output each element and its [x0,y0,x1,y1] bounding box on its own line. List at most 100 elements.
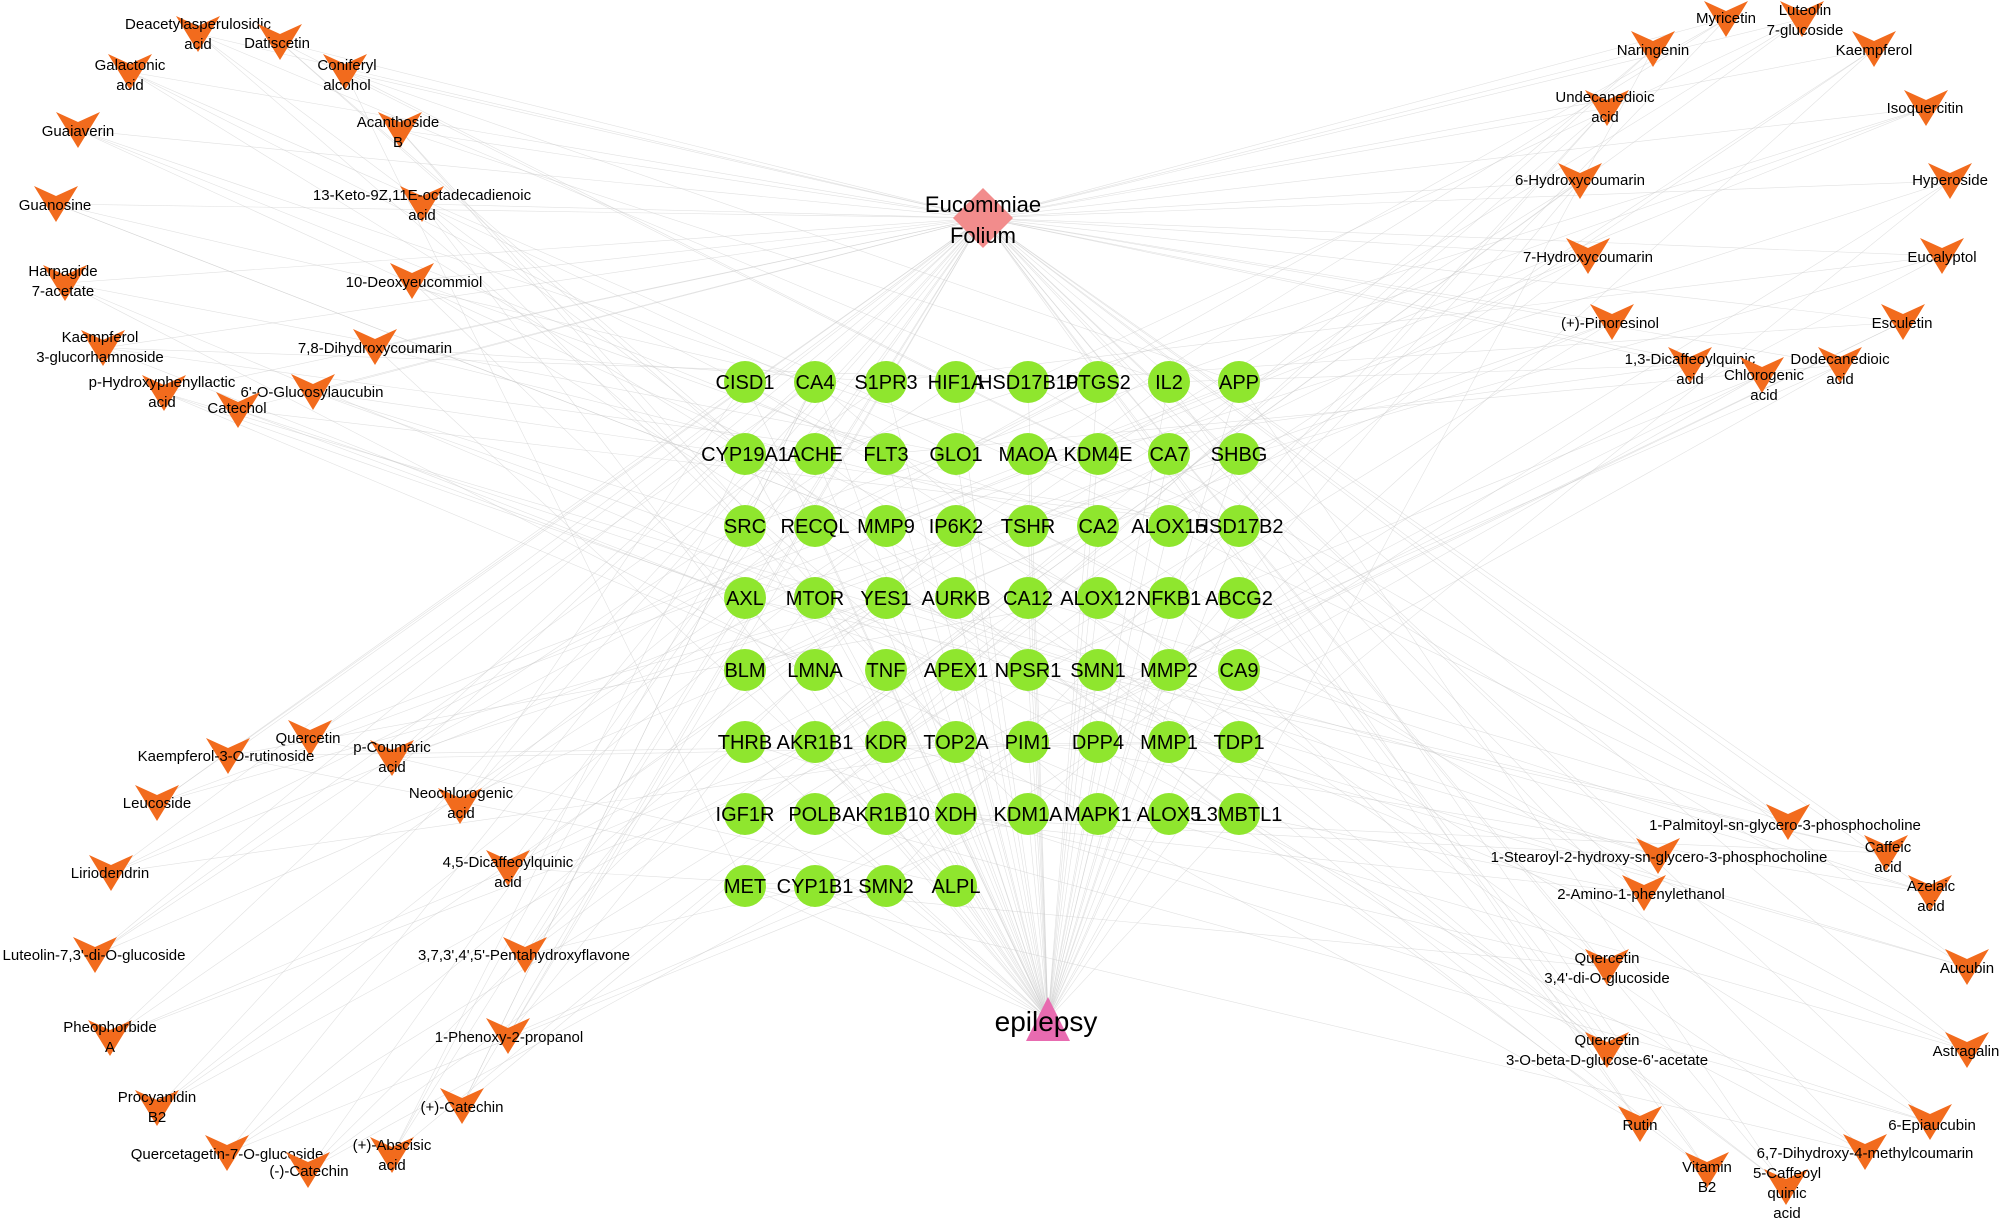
compound-node-6-hydroxycoumarin[interactable]: 6-Hydroxycoumarin [1515,163,1645,199]
compound-node-aucubin[interactable]: Aucubin [1940,949,1994,985]
target-node-flt3[interactable]: FLT3 [863,433,909,475]
compound-node-2-amino-1-phenylethanol[interactable]: 2-Amino-1-phenylethanol [1557,875,1725,911]
target-node-thrb[interactable]: THRB [718,721,772,763]
target-node-dpp4[interactable]: DPP4 [1072,721,1124,763]
compound-node-quercetagetin-7-o-glucoside[interactable]: Quercetagetin-7-O-glucoside [131,1135,324,1171]
target-node-alox5[interactable]: ALOX5 [1137,793,1201,835]
compound-node-astragalin[interactable]: Astragalin [1933,1032,2000,1068]
target-node-cyp19a1[interactable]: CYP19A1 [701,433,789,475]
target-node-mmp9[interactable]: MMP9 [857,505,915,547]
compound-node-luteolin-7-3-di-o-glucoside[interactable]: Luteolin-7,3'-di-O-glucoside [3,937,186,973]
compound-node-1-stearoyl-2-hydroxy-sn-glycero-3-phosphocholine[interactable]: 1-Stearoyl-2-hydroxy-sn-glycero-3-phosph… [1491,838,1828,874]
compound-node-datiscetin[interactable]: Datiscetin [244,24,310,60]
target-node-ca2[interactable]: CA2 [1077,505,1119,547]
target-node-met[interactable]: MET [724,865,766,907]
target-node-tdp1[interactable]: TDP1 [1213,721,1265,763]
compound-node-6-7-dihydroxy-4-methylcoumarin[interactable]: 6,7-Dihydroxy-4-methylcoumarin [1757,1134,1974,1170]
target-node-alox15[interactable]: ALOX15 [1131,505,1207,547]
target-node-app[interactable]: APP [1218,361,1260,403]
compound-node-guaiaverin[interactable]: Guaiaverin [42,112,115,148]
compound-node-eucalyptol[interactable]: Eucalyptol [1907,238,1977,274]
target-node-tshr[interactable]: TSHR [1001,505,1055,547]
compound-node-catechin[interactable]: (-)-Catechin [269,1152,349,1188]
target-node-l3mbtl1[interactable]: L3MBTL1 [1196,793,1283,835]
compound-node-kaempferol[interactable]: Kaempferol [1836,31,1913,67]
target-node-pim1[interactable]: PIM1 [1005,721,1052,763]
target-node-cisd1[interactable]: CISD1 [716,361,775,403]
target-node-smn1[interactable]: SMN1 [1070,649,1126,691]
compound-node-kaempferol-3-o-rutinoside[interactable]: Kaempferol-3-O-rutinoside [138,738,315,774]
compound-node-esculetin[interactable]: Esculetin [1872,304,1933,340]
compound-node-hyperoside[interactable]: Hyperoside [1912,163,1988,199]
target-node-kdm4e[interactable]: KDM4E [1064,433,1133,475]
target-node-aurkb[interactable]: AURKB [922,577,991,619]
target-node-igf1r[interactable]: IGF1R [716,793,775,835]
target-node-hsd17b10[interactable]: HSD17B10 [978,361,1078,403]
target-node-akr1b1[interactable]: AKR1B1 [777,721,854,763]
target-node-ca12[interactable]: CA12 [1003,577,1053,619]
compound-node-naringenin[interactable]: Naringenin [1617,31,1690,67]
compound-node-catechin[interactable]: (+)-Catechin [421,1088,504,1124]
target-node-apex1[interactable]: APEX1 [924,649,988,691]
compound-node-quercetin[interactable]: Quercetin [275,720,341,756]
target-node-glo1[interactable]: GLO1 [929,433,983,475]
compound-node-6-epiaucubin[interactable]: 6-Epiaucubin [1888,1104,1976,1140]
target-node-smn2[interactable]: SMN2 [858,865,914,907]
target-node-blm[interactable]: BLM [724,649,766,691]
target-node-lmna[interactable]: LMNA [787,649,843,691]
target-node-ca9[interactable]: CA9 [1218,649,1260,691]
target-node-hif1a[interactable]: HIF1A [928,361,985,403]
target-node-kdr[interactable]: KDR [865,721,907,763]
target-node-nfkb1[interactable]: NFKB1 [1137,577,1201,619]
target-node-maoa[interactable]: MAOA [999,433,1059,475]
target-node-il2[interactable]: IL2 [1148,361,1190,403]
target-node-ptgs2[interactable]: PTGS2 [1065,361,1131,403]
target-node-abcg2[interactable]: ABCG2 [1205,577,1273,619]
compound-node-liriodendrin[interactable]: Liriodendrin [71,855,149,891]
target-node-shbg[interactable]: SHBG [1211,433,1268,475]
compound-node-10-deoxyeucommiol[interactable]: 10-Deoxyeucommiol [346,263,483,299]
compound-node-1-palmitoyl-sn-glycero-3-phosphocholine[interactable]: 1-Palmitoyl-sn-glycero-3-phosphocholine [1649,804,1921,840]
compound-node-myricetin[interactable]: Myricetin [1696,1,1756,37]
target-node-cyp1b1[interactable]: CYP1B1 [777,865,854,907]
target-node-tnf[interactable]: TNF [865,649,907,691]
compound-node-6-o-glucosylaucubin[interactable]: 6'-O-Glucosylaucubin [241,374,384,410]
target-node-mmp2[interactable]: MMP2 [1140,649,1198,691]
target-node-axl[interactable]: AXL [724,577,766,619]
target-node-s1pr3[interactable]: S1PR3 [854,361,918,403]
compound-node-rutin[interactable]: Rutin [1618,1106,1662,1142]
target-node-mapk1[interactable]: MAPK1 [1064,793,1132,835]
target-node-npsr1[interactable]: NPSR1 [995,649,1062,691]
target-node-xdh[interactable]: XDH [935,793,977,835]
target-node-mtor[interactable]: MTOR [786,577,845,619]
compound-node-leucoside[interactable]: Leucoside [123,785,191,821]
compound-node-isoquercitin[interactable]: Isoquercitin [1887,90,1964,126]
target-node-alpl[interactable]: ALPL [932,865,981,907]
compound-node-guanosine[interactable]: Guanosine [19,186,92,222]
target-node-mmp1[interactable]: MMP1 [1140,721,1198,763]
compound-node-catechol[interactable]: Catechol [207,392,267,428]
target-node-recql[interactable]: RECQL [781,505,850,547]
